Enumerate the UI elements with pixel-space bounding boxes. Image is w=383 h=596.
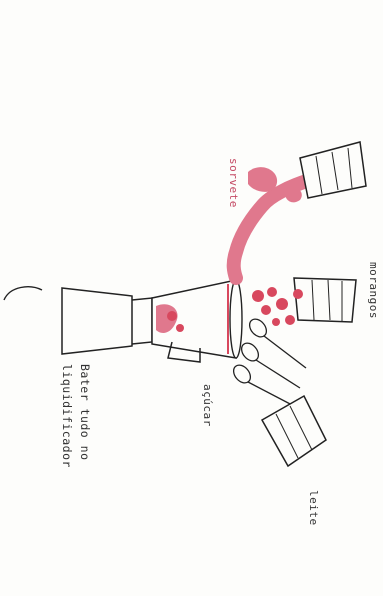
label-morangos: morangos (367, 262, 380, 319)
strawberry-2 (267, 287, 277, 297)
instruction-text: Bater tudo no liquidificador (58, 364, 94, 468)
strawberry-1 (252, 290, 264, 302)
strawberry-cup (294, 278, 356, 322)
ice-cream-blob (248, 167, 277, 192)
strawberry-6 (272, 318, 280, 326)
label-sorvete: sorvete (227, 158, 240, 208)
blender-jar-rim (230, 280, 242, 358)
label-acucar: açúcar (201, 384, 214, 427)
strawberry-7 (293, 289, 303, 299)
label-leite: leite (307, 490, 320, 526)
strawberry-5 (285, 315, 295, 325)
strawberry-4 (261, 305, 271, 315)
ice-cream-cup (300, 142, 366, 198)
blender-cord (4, 287, 42, 300)
spoon-3 (230, 362, 294, 406)
milk-glass (262, 396, 326, 466)
blender-strawberry-2 (176, 324, 184, 332)
blender-strawberry-1 (167, 311, 177, 321)
strawberry-3 (276, 298, 288, 310)
blender-collar (132, 298, 152, 344)
blender-base (62, 288, 132, 354)
